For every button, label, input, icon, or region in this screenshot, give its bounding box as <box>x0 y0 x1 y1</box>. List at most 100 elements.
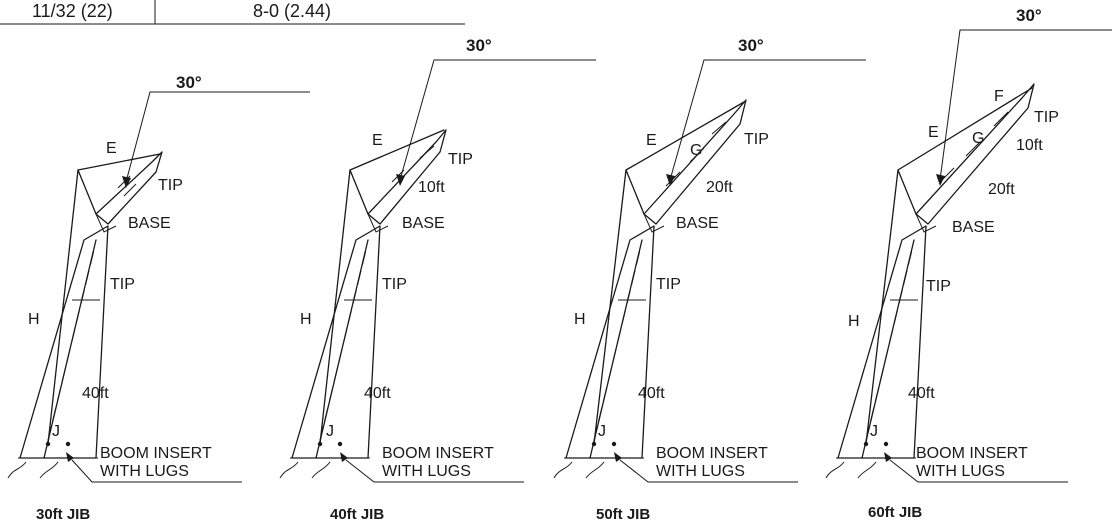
boom-insert-text-line2: WITH LUGS <box>656 463 745 480</box>
boom-break-lines <box>825 461 877 479</box>
angle-leader-line <box>939 29 1112 181</box>
caption-40ft-jib: 40ft JIB <box>330 506 384 523</box>
boom-insert-text-line1: BOOM INSERT <box>656 445 768 462</box>
boom-break-lines <box>553 461 605 479</box>
label-j: J <box>52 423 60 440</box>
label-g: G <box>690 142 702 159</box>
label-20ft: 20ft <box>706 179 733 196</box>
boom-centerline <box>865 249 913 441</box>
front-pendant-line <box>865 169 917 445</box>
caption-30ft-jib: 30ft JIB <box>36 506 90 523</box>
label-jib-tip: TIP <box>448 151 473 168</box>
jib-base-joint <box>643 213 665 233</box>
label-jib-tip: TIP <box>744 131 769 148</box>
label-j: J <box>870 423 878 440</box>
label-40ft: 40ft <box>908 385 935 402</box>
angle-leader-line <box>669 59 866 181</box>
boom-insert-arrowhead <box>884 452 892 462</box>
label-40ft: 40ft <box>364 385 391 402</box>
boom-insert-text-line2: WITH LUGS <box>382 463 471 480</box>
boom-centerline <box>47 249 95 441</box>
label-h: H <box>574 311 586 328</box>
jib-body <box>95 151 163 225</box>
label-jib-base: BASE <box>676 215 719 232</box>
table-cell-2: 8-0 (2.44) <box>253 1 331 21</box>
jib-body <box>643 99 747 225</box>
jib-60ft-configuration: 30° E F G TIP 10ft 20ft BASE TIP H 40ft … <box>825 6 1112 521</box>
angle-leader-line <box>399 59 596 181</box>
label-40ft: 40ft <box>82 385 109 402</box>
jib-body <box>915 83 1035 225</box>
jib-50ft-configuration: 30° E G TIP 20ft BASE TIP H 40ft J BOOM … <box>553 36 866 523</box>
label-jib-base: BASE <box>952 219 995 236</box>
leader-arrowhead <box>122 176 131 188</box>
leader-arrowhead <box>936 174 945 186</box>
caption-60ft-jib: 60ft JIB <box>868 504 922 521</box>
boom-insert-arrowhead <box>66 452 74 462</box>
boom-outline <box>565 225 655 459</box>
rear-pendant-line <box>625 101 745 171</box>
leader-arrowhead <box>396 174 405 186</box>
angle-30-label: 30° <box>738 36 764 55</box>
label-boom-tip: TIP <box>656 276 681 293</box>
leader-arrowhead <box>666 174 675 186</box>
boom-outline <box>291 225 381 459</box>
label-f: F <box>994 88 1004 105</box>
label-jib-base: BASE <box>402 215 445 232</box>
label-h: H <box>300 311 312 328</box>
boom-break-lines <box>279 461 331 479</box>
label-j: J <box>598 423 606 440</box>
label-jib-tip: TIP <box>158 177 183 194</box>
caption-50ft-jib: 50ft JIB <box>596 506 650 523</box>
label-e: E <box>372 132 383 149</box>
rear-pendant-line <box>349 129 445 171</box>
label-40ft: 40ft <box>638 385 665 402</box>
boom-insert-text-line1: BOOM INSERT <box>916 445 1028 462</box>
label-e: E <box>106 140 117 157</box>
boom-insert-leader <box>71 459 242 483</box>
boom-insert-text-line1: BOOM INSERT <box>382 445 494 462</box>
label-boom-tip: TIP <box>926 278 951 295</box>
pendant-anchor-dot <box>317 441 323 447</box>
label-g: G <box>972 130 984 147</box>
angle-leader-line <box>125 91 310 183</box>
boom-insert-leader <box>345 459 524 483</box>
rear-pendant-line <box>77 153 161 171</box>
pendant-anchor-dot <box>337 441 343 447</box>
boom-insert-arrowhead <box>340 452 348 462</box>
boom-insert-text-line2: WITH LUGS <box>100 463 189 480</box>
angle-30-label: 30° <box>176 73 202 92</box>
label-jib-base: BASE <box>128 215 171 232</box>
label-20ft: 20ft <box>988 181 1015 198</box>
jib-base-joint <box>367 213 389 233</box>
pendant-anchor-dot <box>65 441 71 447</box>
front-pendant-line <box>593 169 645 445</box>
pendant-anchor-dot <box>45 441 51 447</box>
boom-centerline <box>593 249 641 441</box>
label-h: H <box>848 313 860 330</box>
label-boom-tip: TIP <box>110 276 135 293</box>
label-e: E <box>928 124 939 141</box>
boom-centerline <box>319 249 367 441</box>
boom-insert-text-line1: BOOM INSERT <box>100 445 212 462</box>
front-pendant-line <box>47 169 97 445</box>
jib-40ft-configuration: 30° E TIP 10ft BASE TIP H 40ft J BOOM IN… <box>279 36 596 523</box>
front-pendant-line <box>319 169 369 445</box>
label-jib-tip: TIP <box>1034 109 1059 126</box>
label-10ft: 10ft <box>1016 137 1043 154</box>
label-h: H <box>28 311 40 328</box>
boom-insert-leader <box>619 459 798 483</box>
jib-30ft-configuration: 30° E TIP BASE TIP H 40ft J BOOM INSERT … <box>7 73 310 523</box>
spec-table-fragment: 11/32 (22) 8-0 (2.44) <box>0 0 465 25</box>
boom-break-lines <box>7 461 59 479</box>
boom-insert-leader <box>889 459 1068 483</box>
label-boom-tip: TIP <box>382 276 407 293</box>
angle-30-label: 30° <box>1016 6 1042 25</box>
boom-outline <box>19 225 109 459</box>
label-j: J <box>326 423 334 440</box>
boom-insert-arrowhead <box>614 452 622 462</box>
jib-base-joint <box>95 213 117 233</box>
angle-30-label: 30° <box>466 36 492 55</box>
